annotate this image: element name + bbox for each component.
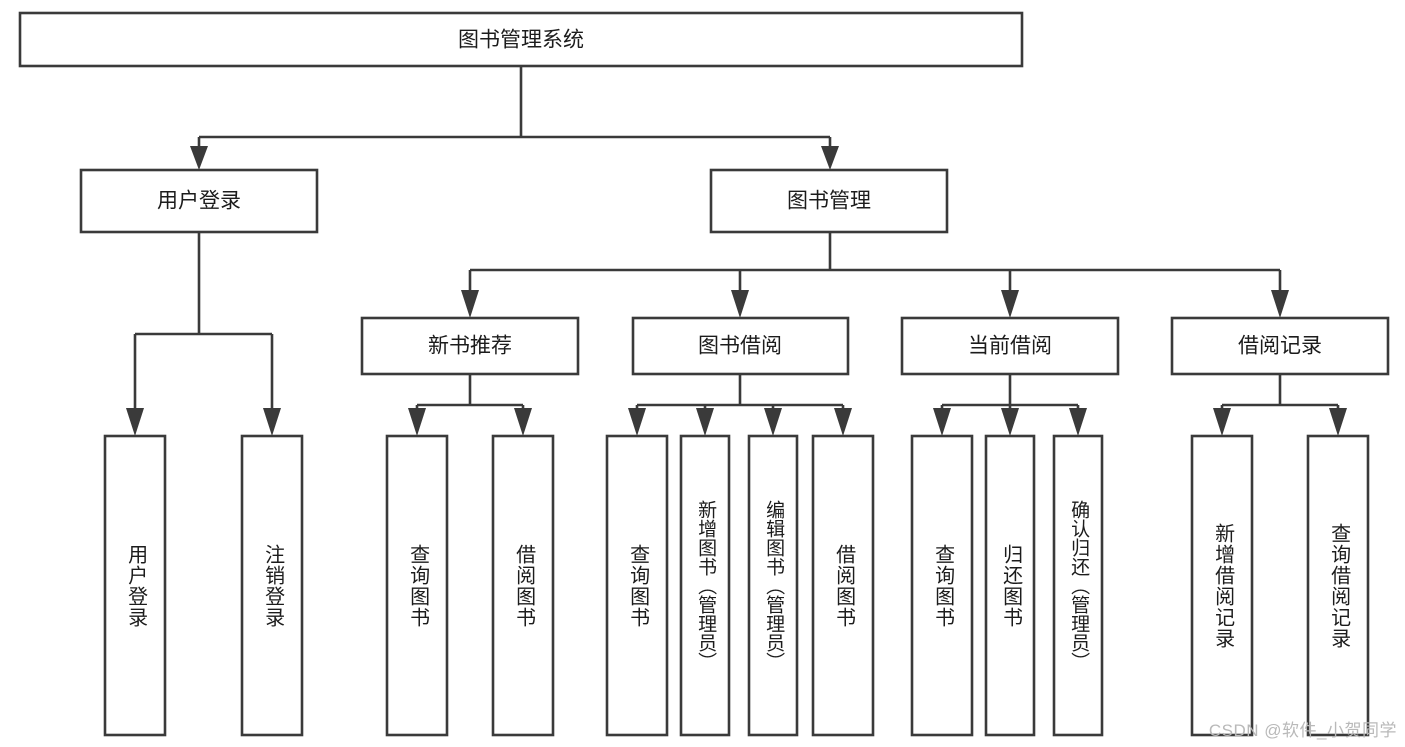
node-book-borrow[interactable] (631, 316, 850, 376)
connector-group-borrow-record (1213, 374, 1347, 436)
connector-group-user-login (126, 232, 281, 436)
node-leaf-user-login-1[interactable] (240, 434, 304, 737)
node-current-borrow-label: 当前借阅 (968, 335, 1052, 358)
arrow-head-leaf-nbr-1 (514, 408, 532, 436)
node-root-book-management-system[interactable] (18, 11, 1024, 68)
node-leaf-br-1[interactable] (1306, 434, 1370, 737)
arrow-head-leaf-cb-1 (1001, 408, 1019, 436)
connector-group-book-borrow (628, 374, 852, 436)
arrow-head-leaf-br-0 (1213, 408, 1231, 436)
node-leaf-cb-1[interactable] (984, 434, 1036, 737)
connector-group-root (190, 66, 839, 170)
arrow-head-borrow-record (1271, 290, 1289, 318)
node-book-management[interactable] (709, 168, 949, 234)
arrow-head-leaf-bb-2 (764, 408, 782, 436)
arrow-head-current-borrow (1001, 290, 1019, 318)
arrow-head-leaf-bb-1 (696, 408, 714, 436)
node-leaf-nbr-1[interactable] (491, 434, 555, 737)
arrow-head-leaf-user-login-0 (126, 408, 144, 436)
connector-group-new-book-recommend (408, 374, 532, 436)
arrow-head-book-borrow (731, 290, 749, 318)
node-leaf-cb-0[interactable] (910, 434, 974, 737)
node-book-management-label: 图书管理 (787, 190, 871, 213)
arrow-head-user-login (190, 146, 208, 170)
node-new-book-recommend[interactable] (360, 316, 580, 376)
node-leaf-nbr-0[interactable] (385, 434, 449, 737)
arrow-head-leaf-nbr-0 (408, 408, 426, 436)
arrow-head-leaf-br-1 (1329, 408, 1347, 436)
arrow-head-book-manage (821, 146, 839, 170)
arrow-head-leaf-bb-0 (628, 408, 646, 436)
node-current-borrow[interactable] (900, 316, 1120, 376)
connector-group-book-manage (461, 232, 1289, 318)
arrow-head-leaf-cb-0 (933, 408, 951, 436)
node-leaf-cb-2[interactable] (1052, 434, 1104, 737)
node-user-login-label: 用户登录 (157, 190, 241, 213)
node-leaf-br-0[interactable] (1190, 434, 1254, 737)
node-leaf-bb-1[interactable] (679, 434, 731, 737)
watermark-text: CSDN @软件_小贺同学 (1208, 721, 1397, 740)
node-root-label: 图书管理系统 (458, 29, 584, 52)
node-borrow-record-label: 借阅记录 (1238, 335, 1322, 358)
node-leaf-user-login-0[interactable] (103, 434, 167, 737)
arrow-head-new-book-recommend (461, 290, 479, 318)
arrow-head-leaf-bb-3 (834, 408, 852, 436)
node-leaf-bb-3[interactable] (811, 434, 875, 737)
node-leaf-bb-2[interactable] (747, 434, 799, 737)
arrow-head-leaf-user-login-1 (263, 408, 281, 436)
node-book-borrow-label: 图书借阅 (698, 335, 782, 358)
node-user-login[interactable] (79, 168, 319, 234)
node-leaf-bb-0[interactable] (605, 434, 669, 737)
arrow-head-leaf-cb-2 (1069, 408, 1087, 436)
node-borrow-record[interactable] (1170, 316, 1390, 376)
node-new-book-recommend-label: 新书推荐 (428, 335, 512, 358)
connector-group-current-borrow (933, 374, 1087, 436)
